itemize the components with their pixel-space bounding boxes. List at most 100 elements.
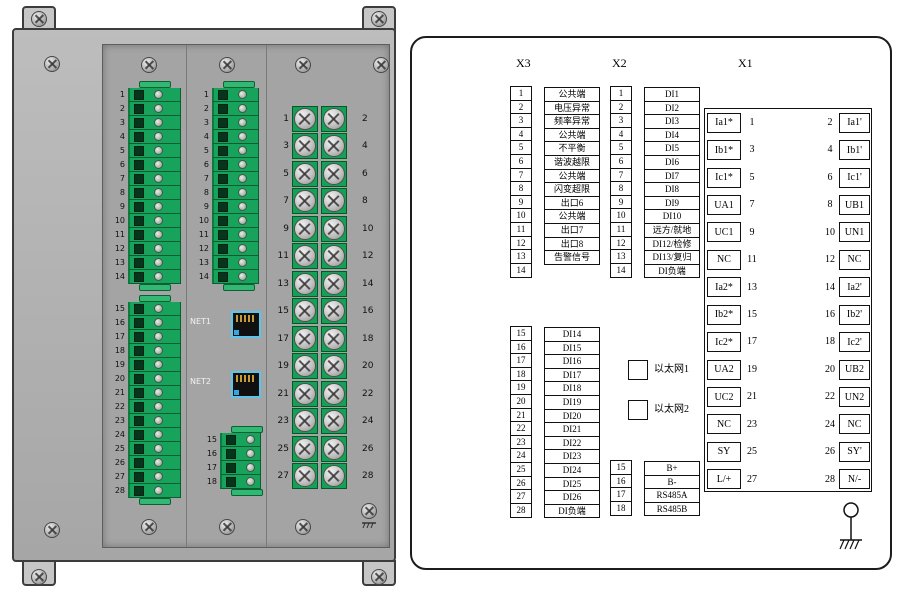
terminal-label: DI5 (644, 141, 700, 156)
wire-hole-icon (134, 243, 144, 254)
wire-hole-icon (218, 131, 228, 142)
terminal-contact (128, 116, 181, 130)
x1-right-label: UB1 (839, 195, 870, 215)
terminal-number: 5 (611, 141, 631, 155)
terminal-number: 12 (114, 244, 125, 253)
terminal-row: 3 (109, 116, 181, 130)
screw-terminal (292, 380, 318, 407)
terminal-row: 2 (109, 102, 181, 116)
terminal-number: 11 (747, 254, 757, 266)
terminal-contact (128, 130, 181, 144)
terminal-number: 3 (119, 118, 125, 127)
terminal-number: 8 (362, 196, 368, 207)
wire-hole-icon (218, 257, 228, 268)
terminal-number: 19 (511, 381, 531, 395)
wire-hole-icon (134, 387, 144, 398)
terminal-contact (212, 200, 259, 214)
terminal-screw-icon (323, 245, 345, 268)
wire-hole-icon (134, 201, 144, 212)
terminal-contact (212, 172, 259, 186)
terminal-label: 远方/就地 (644, 223, 700, 238)
terminal-number: 4 (119, 132, 125, 141)
contact-screw-icon (154, 444, 163, 453)
x1-left-label: Ib1* (707, 140, 741, 161)
terminal-number: 23 (114, 416, 125, 425)
terminal-row: 24 (109, 428, 181, 442)
terminal-number: 13 (114, 258, 125, 267)
terminal-number: 27 (511, 490, 531, 504)
mounting-tab (22, 6, 56, 32)
wire-hole-icon (218, 271, 228, 282)
terminal-screw-icon (294, 437, 316, 460)
terminal-row: 13 (109, 256, 181, 270)
screw-terminal (321, 463, 347, 490)
contact-screw-icon (246, 463, 255, 472)
terminal-contact (128, 400, 181, 414)
terminal-number: 9 (283, 223, 289, 234)
terminal-row: 8 (193, 186, 259, 200)
terminal-contact (128, 428, 181, 442)
terminal-number: 18 (825, 336, 835, 348)
terminal-label: RS485A (644, 488, 700, 503)
x1-left-label: Ib2* (707, 304, 741, 325)
terminal-number: 16 (114, 318, 125, 327)
terminal-label: DI12/检修 (644, 236, 700, 252)
wire-hole-icon (134, 471, 144, 482)
terminal-number: 20 (362, 361, 374, 372)
terminal-number: 15 (114, 304, 125, 313)
terminal-number: 11 (277, 251, 289, 262)
x2-title: X2 (612, 56, 627, 70)
terminal-screw-icon (294, 410, 316, 433)
terminal-number: 3 (203, 118, 209, 127)
contact-screw-icon (238, 244, 247, 253)
terminal-label: DI负端 (644, 263, 700, 279)
terminal-label: 频率异常 (544, 114, 600, 129)
terminal-label: DI3 (644, 114, 700, 129)
terminal-number: 16 (825, 309, 835, 320)
contact-screw-icon (246, 449, 255, 458)
ethernet2-label: 以太网2 (654, 404, 689, 415)
wire-hole-icon (218, 145, 228, 156)
contact-screw-icon (238, 174, 247, 183)
wire-hole-icon (134, 257, 144, 268)
terminal-number: 10 (511, 209, 531, 223)
x1-left-label: L/+ (707, 469, 741, 490)
terminal-number: 12 (198, 244, 209, 253)
terminal-number: 10 (362, 223, 374, 234)
terminal-row: 28 (109, 484, 181, 498)
terminal-number: 5 (119, 146, 125, 155)
x1-left-label: UC1 (707, 222, 741, 243)
terminal-number: 12 (825, 254, 835, 266)
terminal-number: 1 (511, 87, 531, 101)
terminal-row: 15 (201, 433, 261, 447)
terminal-row: 4 (193, 130, 259, 144)
x1-right-label: Ia1' (839, 112, 870, 133)
terminal-number: 17 (747, 336, 757, 348)
wire-hole-icon (218, 243, 228, 254)
terminal-row: 26 (109, 456, 181, 470)
terminal-number: 14 (825, 281, 835, 293)
terminal-row: 7 (109, 172, 181, 186)
terminal-number: 15 (206, 435, 217, 444)
terminal-label: 公共端 (544, 127, 600, 143)
terminal-contact (128, 214, 181, 228)
terminal-number: 19 (277, 361, 289, 372)
terminal-label: DI7 (644, 168, 700, 184)
terminal-label: DI17 (544, 367, 600, 383)
wire-hole-icon (218, 89, 228, 100)
terminal-label: DI21 (544, 422, 600, 437)
terminal-number: 7 (283, 196, 289, 207)
terminal-row: 12 (109, 242, 181, 256)
terminal-screw-icon (294, 300, 316, 323)
terminal-number: 17 (277, 333, 289, 344)
terminal-contact (128, 470, 181, 484)
terminal-screw-icon (323, 300, 345, 323)
terminal-label: DI19 (544, 395, 600, 410)
terminal-number: 5 (511, 141, 531, 155)
